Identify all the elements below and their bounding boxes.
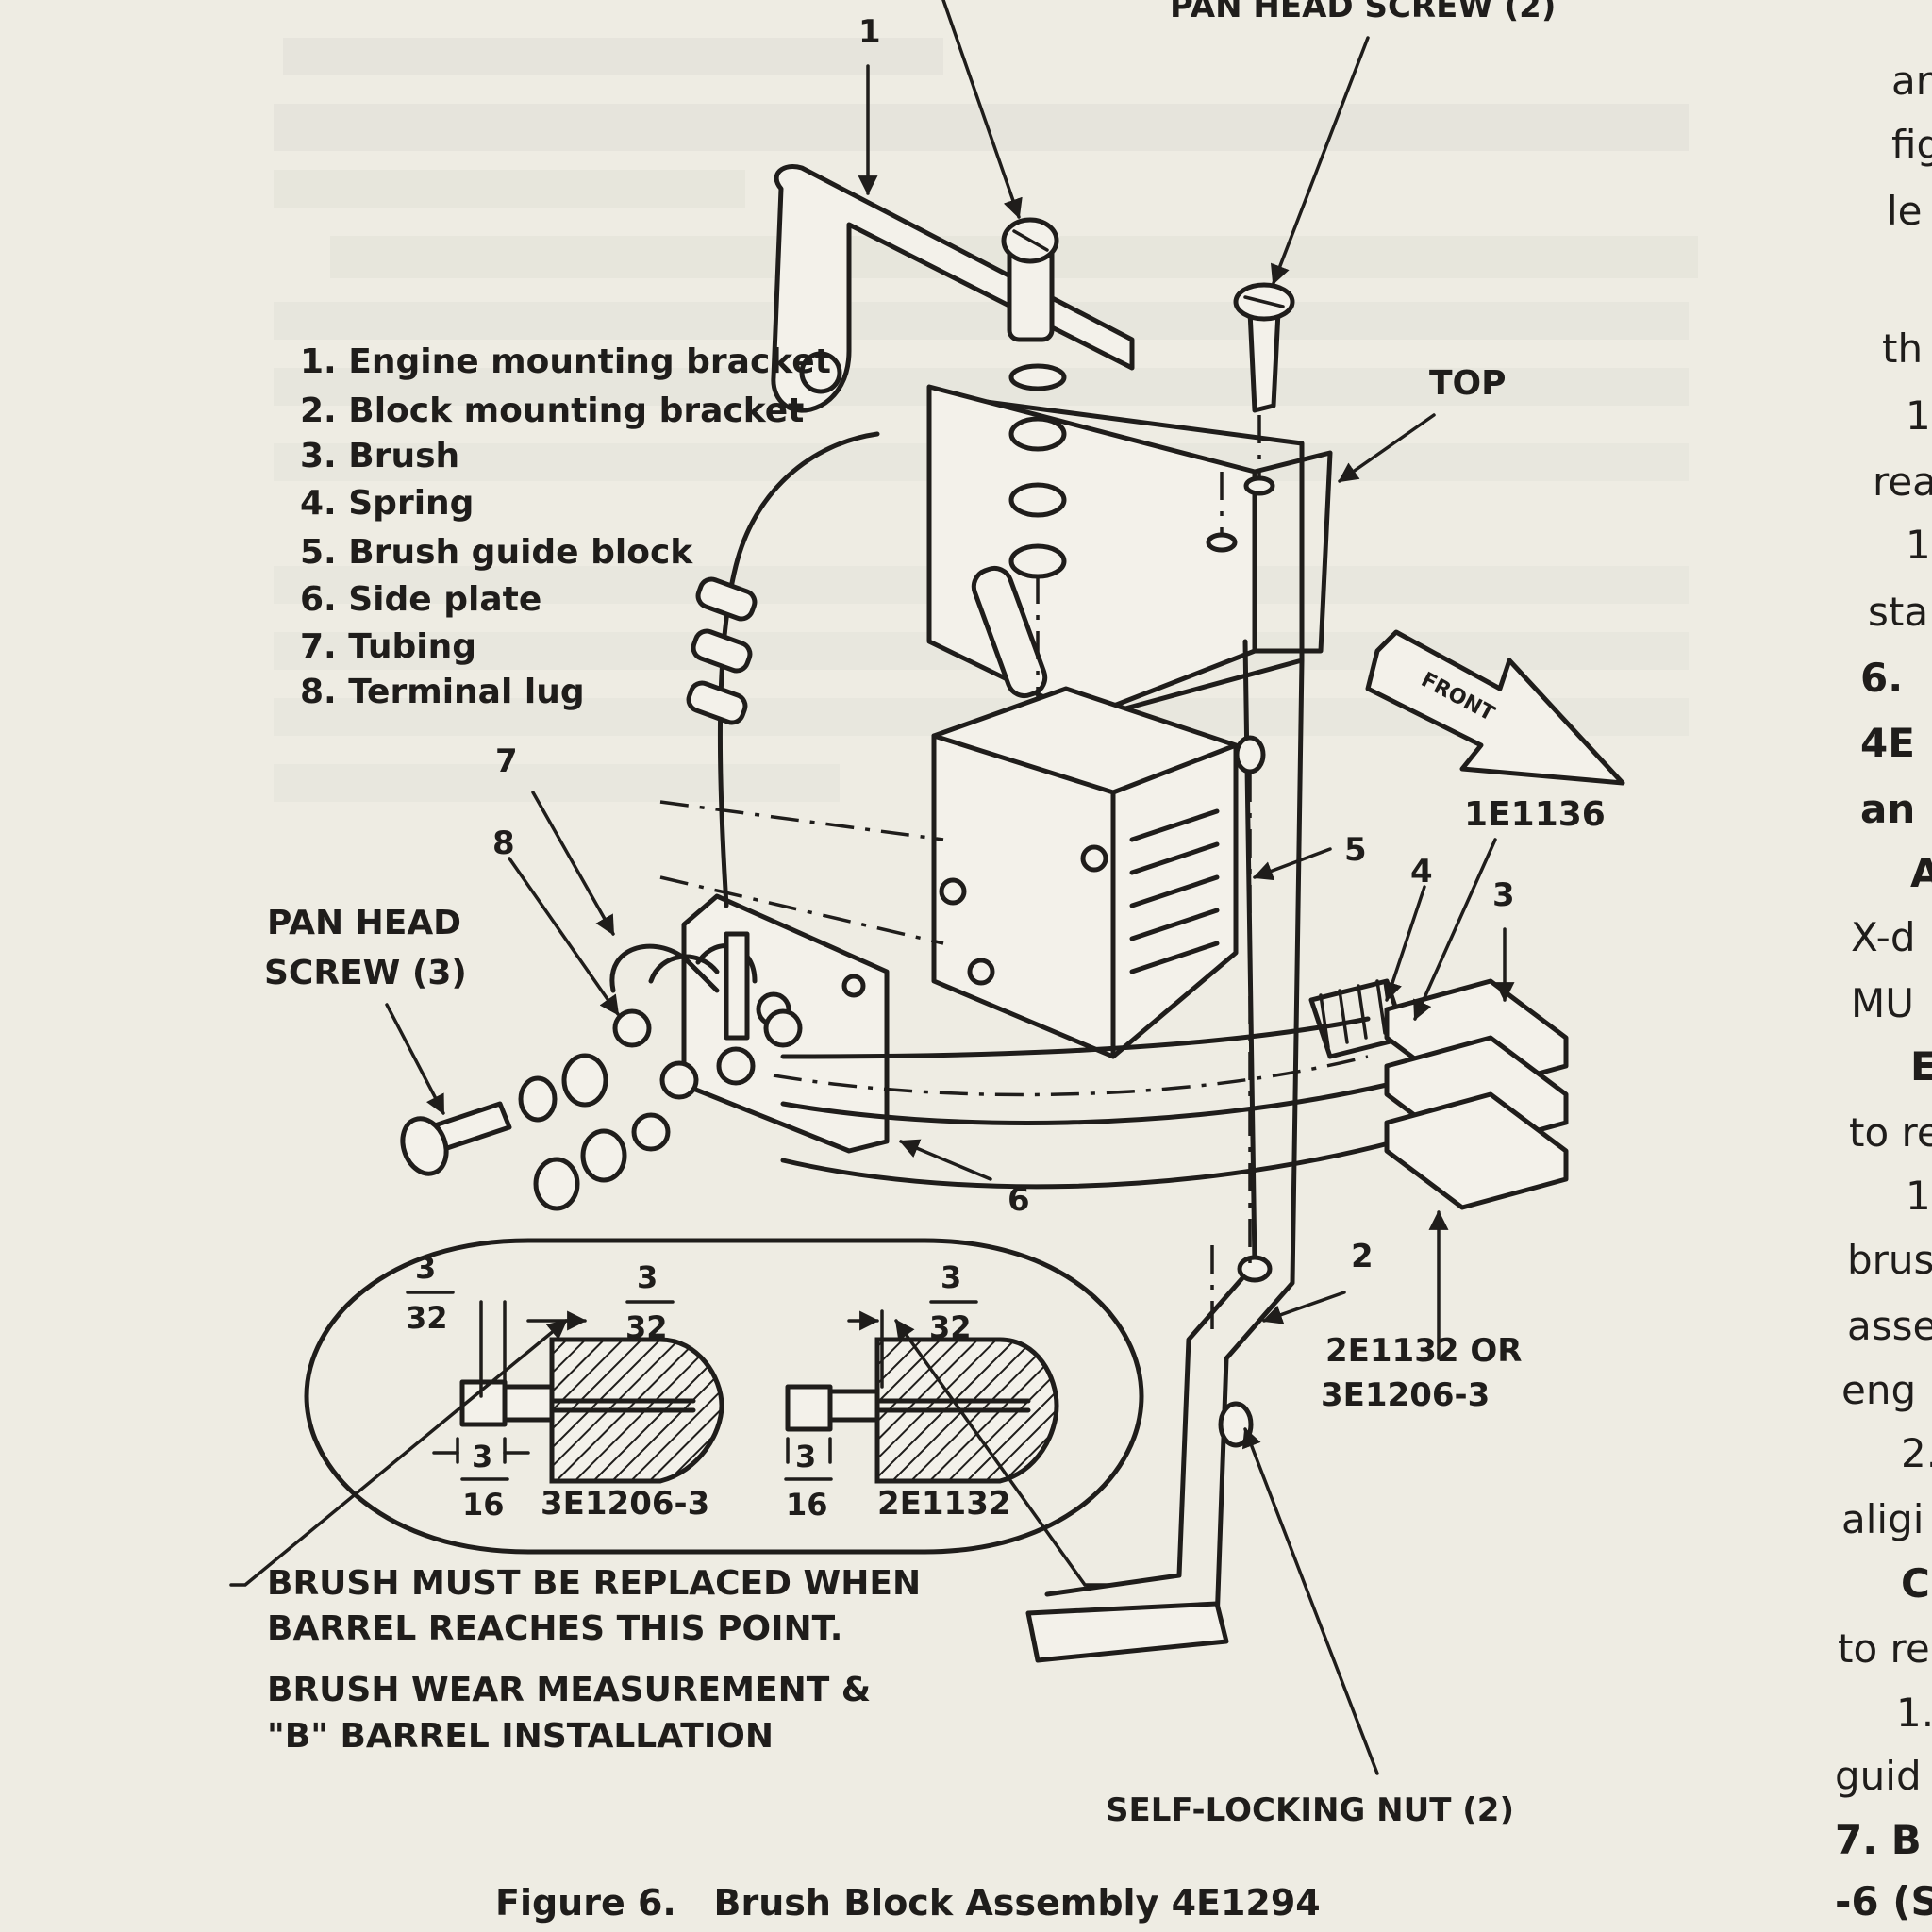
margin-fragment: 1 [1906,522,1931,568]
margin-fragment: A [1910,850,1932,896]
callout-8: 8 [492,824,515,862]
legend-item-2: 2. Block mounting bracket [300,391,804,430]
pan-head-screw-left [400,1053,627,1211]
margin-fragment: 4E [1860,720,1915,766]
margin-fragment: -6 (S [1835,1878,1932,1924]
note-leaders [229,1319,1115,1587]
margin-fragment: an [1860,786,1915,832]
brush-options-line2: 3E1206-3 [1321,1376,1490,1414]
brush-options-line1: 2E1132 OR [1325,1332,1522,1370]
block-mounting-bracket [1025,639,1305,1663]
frac-c-num: 3 [941,1259,961,1295]
margin-fragment: C [1901,1560,1930,1607]
pan-head-screw-top-left [1001,217,1067,736]
callout-2: 2 [1351,1238,1374,1275]
terminal-lugs-and-tubing [609,431,880,1152]
callout-labels: PAN HEAD SCREW (2) 1 TOP 1E1136 5 4 3 7 … [264,0,1606,1829]
margin-fragment: sta [1868,589,1928,635]
legend-item-5: 5. Brush guide block [300,533,693,572]
margin-fragment: X-d [1851,914,1916,960]
wear-note-line1: BRUSH WEAR MEASUREMENT & [267,1671,871,1709]
pan-head-screw-3-label-line2: SCREW (3) [264,954,467,992]
replace-note-line1: BRUSH MUST BE REPLACED WHEN [267,1564,921,1603]
inset-part-right: 2E1132 [877,1485,1011,1523]
frac-e-num: 3 [795,1439,816,1474]
brush-guide-block [931,686,1239,1059]
margin-fragment: fig [1891,122,1932,168]
legend-item-6: 6. Side plate [300,580,541,619]
margin-fragment: eng [1841,1367,1916,1413]
margin-fragment: guid [1835,1753,1922,1799]
part-1e1136-label: 1E1136 [1464,795,1606,834]
replace-note-line2: BARREL REACHES THIS POINT. [267,1609,842,1648]
pan-head-screw-top-right [1206,282,1295,553]
leader-arrows [385,0,1515,1775]
legend-item-1: 1. Engine mounting bracket [300,342,831,381]
frac-e-den: 16 [786,1487,828,1523]
frac-a-den: 32 [406,1300,448,1336]
margin-fragment: 7. B [1835,1817,1922,1863]
frac-b-den: 32 [625,1309,668,1345]
wear-measurement-inset [304,1238,1144,1555]
frac-d-den: 16 [462,1487,505,1523]
frac-d-num: 3 [472,1439,492,1474]
inset-part-left: 3E1206-3 [541,1485,709,1523]
margin-fragment: rea [1873,458,1932,505]
margin-fragment: 1. [1896,1690,1932,1736]
callout-3: 3 [1492,876,1515,914]
frac-c-den: 32 [929,1309,972,1345]
top-label: TOP [1429,364,1507,403]
self-locking-nut-label: SELF-LOCKING NUT (2) [1106,1791,1514,1829]
margin-fragment: brus [1847,1237,1932,1283]
callout-6: 6 [1008,1181,1030,1219]
callout-7: 7 [495,742,518,780]
wear-note-line2: "B" BARREL INSTALLATION [267,1717,774,1756]
front-direction-arrow: FRONT [1365,629,1625,786]
callout-4: 4 [1410,853,1433,891]
springs-and-brushes [1308,978,1569,1210]
engine-mounting-bracket [771,164,1333,720]
legend-item-3: 3. Brush [300,437,459,475]
margin-fragment: aligi [1841,1496,1924,1542]
inset-dimensions: 3 32 3 32 3 32 3 16 3 16 3E1206-3 2E1132 [406,1250,1011,1523]
figure-caption: Figure 6. Brush Block Assembly 4E1294 [495,1882,1321,1924]
margin-fragment: to re [1838,1625,1930,1672]
callout-5: 5 [1344,831,1367,869]
margin-fragment: 2. [1901,1430,1932,1476]
legend: 1. Engine mounting bracket 2. Block moun… [300,342,831,711]
callout-1: 1 [858,13,881,51]
margin-fragment: to re [1849,1109,1932,1156]
frac-b-num: 3 [637,1259,658,1295]
legend-item-8: 8. Terminal lug [300,673,585,711]
notes: BRUSH MUST BE REPLACED WHEN BARREL REACH… [267,1564,921,1756]
margin-fragment: 6. [1860,655,1903,701]
pan-head-screw-3-label-line1: PAN HEAD [267,904,461,942]
legend-item-7: 7. Tubing [300,627,476,666]
brush-leads [659,800,1399,1190]
right-margin-text: ar fig le th 1 rea 1 sta 6. 4E an A X-d … [1835,58,1932,1924]
margin-fragment: 1 [1906,392,1931,439]
margin-fragment: 1 [1906,1173,1931,1219]
margin-fragment: ar [1891,58,1932,104]
legend-item-4: 4. Spring [300,484,474,523]
margin-fragment: E [1910,1043,1932,1090]
margin-fragment: th [1882,325,1923,372]
margin-fragment: le [1887,188,1923,234]
pan-head-screw-2-label: PAN HEAD SCREW (2) [1170,0,1556,25]
margin-fragment: MU [1851,980,1914,1026]
margin-fragment: asse [1847,1303,1932,1349]
frac-a-num: 3 [415,1250,436,1286]
